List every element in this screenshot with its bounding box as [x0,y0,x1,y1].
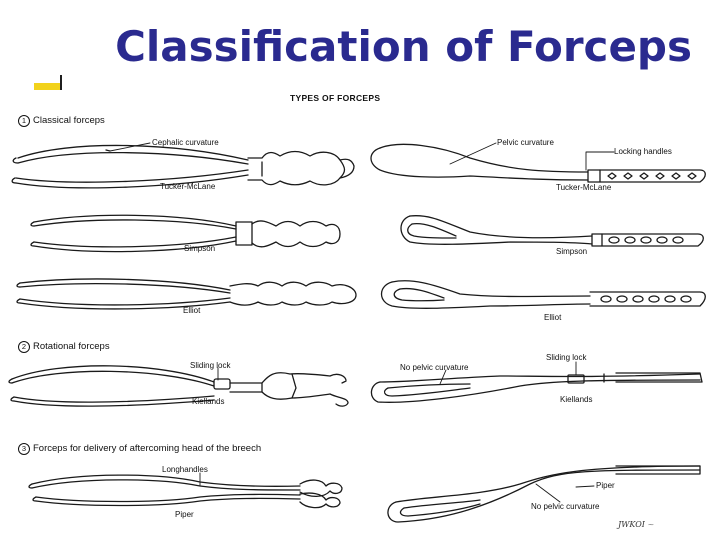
label-longhandles: Longhandles [162,465,208,474]
label-sliding-lock-right: Sliding lock [546,353,587,362]
section-number: 3 [18,443,30,455]
title-accent-bar [34,83,61,90]
label-locking-handles: Locking handles [614,147,672,156]
label-simpson-right: Simpson [556,247,588,256]
piper-side-drawing [28,474,343,509]
elliot-front-drawing [380,280,706,309]
tucker-mclane-front-drawing [370,143,706,183]
kiellands-front-drawing [370,372,703,403]
figure-subtitle: TYPES OF FORCEPS [290,93,381,103]
label-pelvic-curvature: Pelvic curvature [497,138,554,147]
watermark-signature: JWKOI ~ [618,520,655,529]
label-no-pelvic-curvature-kiellands: No pelvic curvature [400,363,469,372]
label-piper-right: Piper [596,481,615,490]
section-label: Rotational forceps [33,341,110,352]
kiellands-side-drawing [8,365,349,407]
page-title: Classification of Forceps [115,22,692,71]
label-elliot-left: Elliot [183,306,201,315]
section-label: Forceps for delivery of aftercoming head… [33,443,262,454]
section-label: Classical forceps [33,115,105,126]
piper-front-drawing [387,465,701,523]
label-elliot-right: Elliot [544,313,562,322]
label-cephalic-curvature: Cephalic curvature [152,138,219,147]
title-accent-tick [60,75,62,90]
label-no-pelvic-curvature-piper: No pelvic curvature [531,502,600,511]
section-number: 1 [18,115,30,127]
label-piper-left: Piper [175,510,194,519]
label-kiellands-left: Kiellands [192,397,225,406]
simpson-front-drawing [400,215,704,247]
leader-lines [109,142,615,503]
section-number: 2 [18,341,30,353]
elliot-side-drawing [16,278,357,310]
simpson-side-drawing [30,214,341,253]
label-tucker-mclane-left: Tucker-McLane [160,182,216,191]
label-sliding-lock-left: Sliding lock [190,361,231,370]
label-tucker-mclane-right: Tucker-McLane [556,183,612,192]
tucker-mclane-side-drawing [11,144,355,189]
label-kiellands-right: Kiellands [560,395,593,404]
label-simpson-left: Simpson [184,244,216,253]
